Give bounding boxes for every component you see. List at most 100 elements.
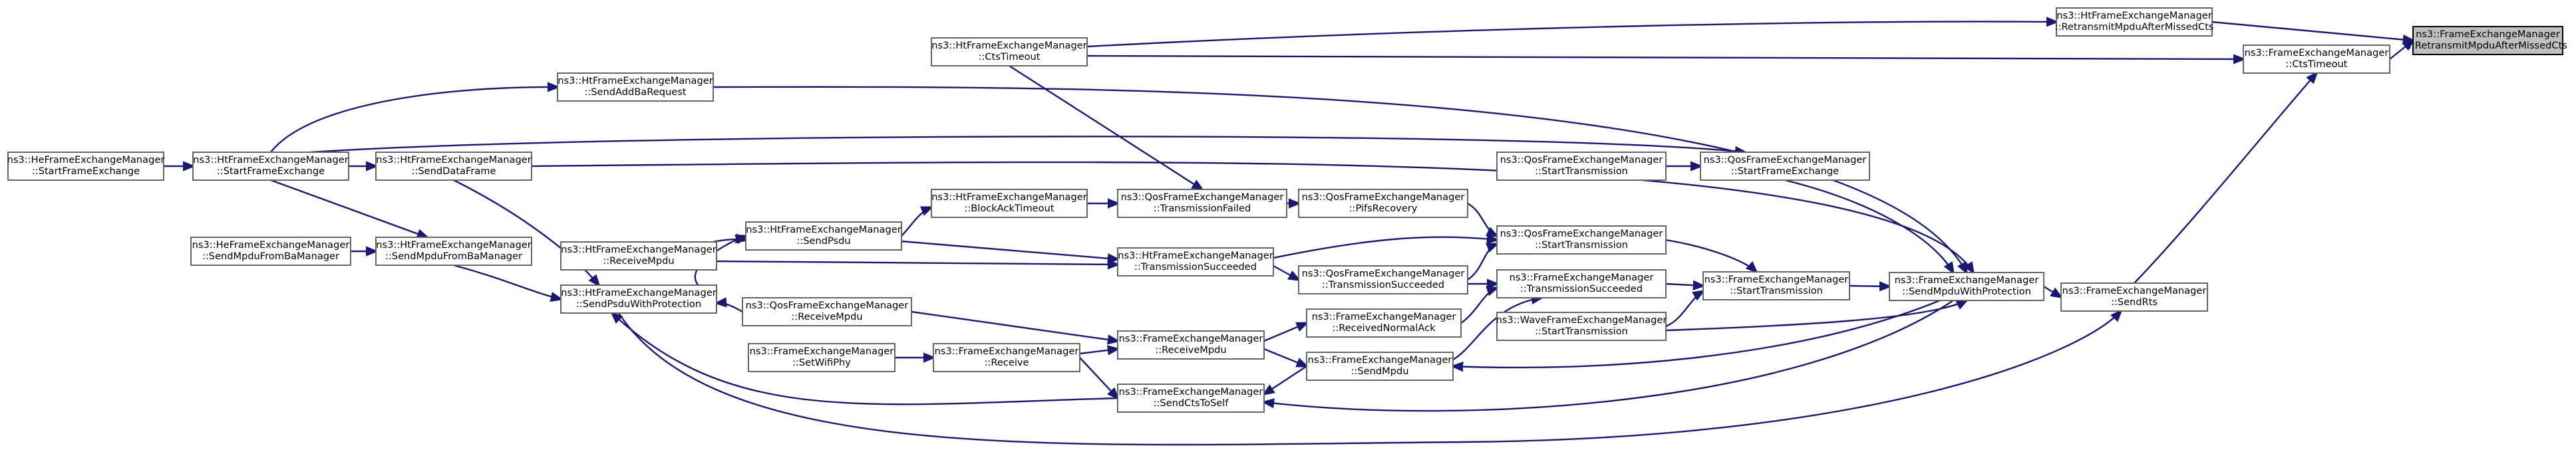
node-box (1306, 308, 1462, 338)
function-node[interactable]: ns3::FrameExchangeManager::StartTransmis… (1702, 271, 1850, 300)
node-box (1117, 330, 1265, 360)
function-node[interactable]: ns3::HtFrameExchangeManager::SendAddBaRe… (557, 72, 714, 102)
node-class-label: ns3::HtFrameExchangeManager (746, 224, 901, 235)
function-node[interactable]: ns3::QosFrameExchangeManager::Transmissi… (1298, 265, 1468, 294)
function-node[interactable]: ns3::FrameExchangeManager::ReceiveMpdu (1117, 330, 1265, 360)
function-node[interactable]: ns3::HtFrameExchangeManager::ReceiveMpdu (560, 241, 717, 271)
function-node[interactable]: ns3::HeFrameExchangeManager::SendMpduFro… (190, 237, 351, 266)
function-node[interactable]: ns3::HtFrameExchangeManager::StartFrameE… (192, 152, 349, 181)
node-class-label: ns3::QosFrameExchangeManager (1302, 191, 1465, 203)
node-method-label: ::CtsTimeout (979, 51, 1041, 62)
function-node[interactable]: ns3::FrameExchangeManager::SendMpduWithP… (1889, 272, 2044, 301)
call-edge (1665, 300, 1967, 332)
node-method-label: ::RetransmitMpduAfterMissedCts (2055, 21, 2214, 33)
node-class-label: ns3::FrameExchangeManager (1510, 272, 1654, 283)
call-edge (1264, 300, 1954, 412)
node-method-label: ::SendCtsToSelf (1154, 397, 1229, 409)
node-class-label: ns3::HtFrameExchangeManager (931, 191, 1086, 203)
node-class-label: ns3::FrameExchangeManager (1119, 333, 1263, 344)
node-box (2060, 282, 2208, 312)
node-method-label: ::SendPsduWithProtection (576, 298, 701, 310)
node-box (1298, 189, 1468, 218)
node-method-label: ::SendDataFrame (412, 166, 496, 177)
node-box (1702, 271, 1850, 300)
call-edge (1665, 239, 1756, 272)
call-edge (1086, 56, 2243, 59)
function-node[interactable]: ns3::HtFrameExchangeManager::SendPsdu (745, 221, 902, 251)
node-box (933, 343, 1080, 372)
call-edge (1467, 244, 1497, 281)
function-node[interactable]: ns3::FrameExchangeManager::CtsTimeout (2243, 45, 2390, 74)
call-edge (1784, 179, 1953, 273)
node-box (1700, 152, 1870, 181)
function-node[interactable]: ns3::WaveFrameExchangeManager::StartTran… (1496, 312, 1667, 341)
function-node[interactable]: ns3::HtFrameExchangeManager::SendMpduFro… (375, 237, 532, 266)
function-node[interactable]: ns3::HtFrameExchangeManager::SendPsduWit… (560, 284, 717, 314)
function-node[interactable]: ns3::QosFrameExchangeManager::StartTrans… (1496, 225, 1667, 255)
edges-layer (164, 21, 2413, 446)
function-node[interactable]: ns3::FrameExchangeManager::SendRts (2060, 282, 2208, 312)
node-class-label: ns3::HtFrameExchangeManager (193, 154, 348, 166)
function-node[interactable]: ns3::QosFrameExchangeManager::StartFrame… (1700, 152, 1870, 181)
function-node[interactable]: ns3::FrameExchangeManager::SendCtsToSelf (1117, 384, 1265, 413)
node-class-label: ns3::FrameExchangeManager (750, 346, 894, 357)
call-edge (270, 87, 558, 153)
node-class-label: ns3::FrameExchangeManager (2062, 285, 2207, 296)
call-edge (1467, 202, 1497, 236)
call-edge (1263, 323, 1307, 342)
node-method-label: ::SendRts (2111, 296, 2158, 308)
node-class-label: ns3::FrameExchangeManager (935, 346, 1079, 357)
focus-node: ns3::FrameExchangeManager::RetransmitMpd… (2408, 26, 2567, 55)
function-node[interactable]: ns3::HtFrameExchangeManager::Transmissio… (1117, 247, 1274, 277)
node-box (1496, 269, 1667, 298)
node-method-label: ::ReceiveMpdu (791, 311, 862, 322)
node-box (7, 152, 164, 181)
call-edge (1263, 348, 1307, 366)
node-method-label: ::StartFrameExchange (1731, 166, 1839, 177)
call-edge (1665, 284, 1703, 286)
function-node[interactable]: ns3::FrameExchangeManager::SendMpdu (1306, 352, 1454, 381)
node-box (1298, 265, 1468, 294)
node-box (560, 284, 717, 314)
node-method-label: ::ReceiveMpdu (1155, 344, 1226, 356)
call-edge (617, 311, 2121, 446)
node-method-label: ::StartFrameExchange (217, 166, 325, 177)
function-node[interactable]: ns3::FrameExchangeManager::ReceivedNorma… (1306, 308, 1462, 338)
node-class-label: ns3::QosFrameExchangeManager (1500, 154, 1663, 166)
node-method-label: ::BlockAckTimeout (964, 203, 1054, 214)
node-class-label: ns3::HtFrameExchangeManager (561, 287, 716, 298)
node-method-label: ::StartTransmission (1730, 285, 1823, 296)
node-class-label: ns3::HtFrameExchangeManager (1118, 250, 1273, 261)
call-edge (1079, 349, 1118, 354)
function-node[interactable]: ns3::HtFrameExchangeManager::RetransmitM… (2055, 7, 2214, 37)
function-node[interactable]: ns3::QosFrameExchangeManager::PifsRecove… (1298, 189, 1468, 218)
call-edge (2134, 73, 2317, 284)
call-edge (1009, 64, 1202, 189)
function-node[interactable]: ns3::FrameExchangeManager::TransmissionS… (1496, 269, 1667, 298)
node-box (931, 37, 1088, 66)
node-box (1117, 247, 1274, 277)
function-node[interactable]: ns3::HtFrameExchangeManager::BlockAckTim… (931, 189, 1088, 218)
node-method-label: ::SendMpduFromBaManager (202, 251, 339, 262)
function-node[interactable]: ns3::HeFrameExchangeManager::StartFrameE… (7, 152, 165, 181)
node-method-label: ::TransmissionSucceeded (1322, 279, 1444, 290)
call-edge (901, 207, 931, 237)
node-box (375, 152, 532, 181)
call-edge (1273, 237, 1497, 259)
function-node[interactable]: ns3::FrameExchangeManager::SetWifiPhy (748, 343, 895, 372)
function-node[interactable]: ns3::HtFrameExchangeManager::CtsTimeout (931, 37, 1088, 66)
nodes-layer: ns3::FrameExchangeManager::RetransmitMpd… (7, 7, 2567, 413)
node-class-label: ns3::HtFrameExchangeManager (931, 40, 1086, 51)
function-node[interactable]: ns3::QosFrameExchangeManager::Transmissi… (1117, 189, 1287, 218)
function-node[interactable]: ns3::QosFrameExchangeManager::ReceiveMpd… (742, 297, 912, 326)
function-node[interactable]: ns3::FrameExchangeManager::Receive (933, 343, 1080, 372)
call-edge (2389, 41, 2413, 60)
call-edge (717, 303, 743, 313)
node-box (748, 343, 895, 372)
function-node[interactable]: ns3::QosFrameExchangeManager::StartTrans… (1496, 152, 1667, 181)
node-class-label: ns3::HtFrameExchangeManager (376, 239, 531, 251)
node-box (2056, 7, 2213, 37)
function-node[interactable]: ns3::HtFrameExchangeManager::SendDataFra… (375, 152, 532, 181)
node-method-label: ::SendMpduFromBaManager (385, 251, 522, 262)
